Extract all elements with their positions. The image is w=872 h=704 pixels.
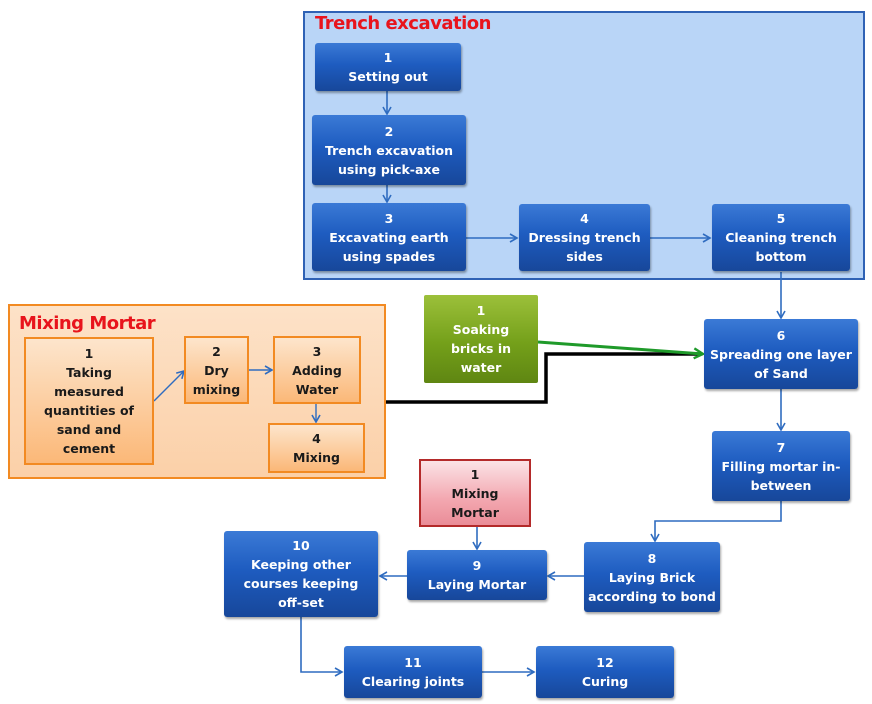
step-number: 5 (776, 211, 786, 226)
arrow-soaking-step6 (537, 340, 703, 354)
arrow-s7-s8 (650, 501, 782, 543)
step-label: Mixing Mortar (451, 485, 499, 520)
trench-step-2[interactable]: 2 Trench excavation using pick-axe (312, 115, 466, 185)
step-12[interactable]: 12 Curing (536, 646, 674, 698)
step-8[interactable]: 8 Laying Brick according to bond (584, 542, 720, 612)
step-number: 1 (84, 346, 94, 361)
trench-step-1[interactable]: 1 Setting out (315, 43, 461, 91)
step-number: 1 (383, 50, 393, 65)
mortar-step-2[interactable]: 2 Dry mixing (184, 336, 249, 404)
step-number: 12 (596, 655, 614, 670)
step-number: 4 (312, 431, 321, 446)
step-label: Adding Water (292, 362, 342, 397)
step-label: Soaking bricks in water (450, 322, 512, 375)
step-number: 9 (472, 558, 482, 573)
step-number: 11 (404, 655, 422, 670)
trench-excavation-title: Trench excavation (315, 13, 491, 34)
step-9[interactable]: 9 Laying Mortar (407, 550, 547, 600)
step-number: 3 (312, 343, 322, 359)
step-number: 6 (776, 327, 786, 343)
step-number: 8 (647, 550, 657, 566)
step-label: Laying Mortar (427, 577, 527, 592)
mortar-step-4[interactable]: 4 Mixing (268, 423, 365, 473)
step-number: 4 (580, 211, 589, 226)
step-label: Curing (581, 674, 629, 689)
step-number: 1 (476, 303, 486, 318)
step-label: Trench excavation using pick-axe (324, 142, 454, 177)
mortar-step-3[interactable]: 3 Adding Water (273, 336, 361, 404)
step-11[interactable]: 11 Clearing joints (344, 646, 482, 698)
step-label: Filling mortar in- between (721, 458, 841, 493)
step-label: Excavating earth using spades (329, 229, 449, 264)
step-label: Keeping other courses keeping off-set (243, 557, 359, 610)
step-label: Taking measured quantities of sand and c… (44, 365, 134, 456)
step-number: 3 (384, 210, 394, 226)
step-label: Spreading one layer of Sand (710, 346, 852, 381)
step-number: 10 (292, 538, 310, 553)
arrow-s10-s11 (300, 617, 344, 677)
arrow-m1-m2 (153, 369, 186, 402)
connector-mortar-to-step6 (386, 352, 700, 404)
step-label: Dressing trench sides (528, 230, 641, 264)
step-6[interactable]: 6 Spreading one layer of Sand (704, 319, 858, 389)
step-label: Clearing joints (361, 674, 465, 689)
trench-step-3[interactable]: 3 Excavating earth using spades (312, 203, 466, 271)
step-number: 2 (212, 343, 221, 359)
step-label: Dry mixing (192, 362, 241, 397)
step-number: 2 (384, 123, 394, 139)
soaking-bricks-box[interactable]: 1 Soaking bricks in water (424, 295, 538, 383)
trench-step-5[interactable]: 5 Cleaning trench bottom (712, 204, 850, 271)
step-number: 1 (470, 466, 480, 482)
step-label: Cleaning trench bottom (725, 230, 837, 264)
trench-step-4[interactable]: 4 Dressing trench sides (519, 204, 650, 271)
step-label: Mixing (293, 450, 340, 465)
step-10[interactable]: 10 Keeping other courses keeping off-set (224, 531, 378, 617)
step-number: 7 (776, 439, 786, 455)
step-label: Laying Brick according to bond (588, 569, 716, 604)
mortar-step-1[interactable]: 1 Taking measured quantities of sand and… (24, 337, 154, 465)
mixing-mortar-box[interactable]: 1 Mixing Mortar (419, 459, 531, 527)
mixing-mortar-title: Mixing Mortar (19, 313, 156, 334)
step-label: Setting out (348, 69, 428, 84)
step-7[interactable]: 7 Filling mortar in- between (712, 431, 850, 501)
